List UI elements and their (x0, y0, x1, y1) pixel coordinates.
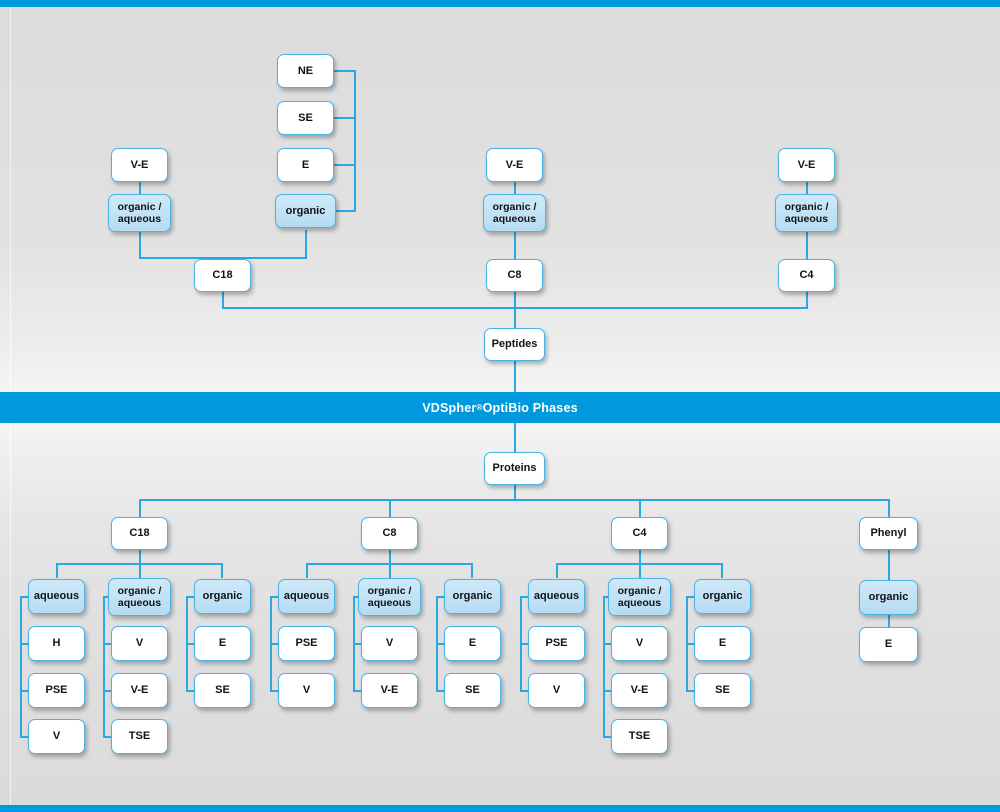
bottom-accent-strip (0, 805, 1000, 812)
label-line-1: organic / (617, 584, 662, 597)
node-proteins-c18-oa-child-ve[interactable]: V-E (111, 673, 168, 708)
label-line-2: aqueous (617, 597, 662, 609)
node-proteins-c8-oa-child-v[interactable]: V (361, 626, 418, 661)
label-line-2: aqueous (492, 213, 537, 225)
node-proteins-c4-oa-child-ve[interactable]: V-E (611, 673, 668, 708)
node-proteins-c4-organic[interactable]: organic (694, 579, 751, 614)
node-peptides-e[interactable]: E (277, 148, 334, 182)
node-proteins-c18-organic-child-e[interactable]: E (194, 626, 251, 661)
label-line-1: organic / (492, 200, 537, 213)
node-peptides-ne[interactable]: NE (277, 54, 334, 88)
node-peptides-c8-organic-aqueous[interactable]: organic / aqueous (483, 194, 546, 232)
node-proteins-c4-organic-child-e[interactable]: E (694, 626, 751, 661)
label-line-2: aqueous (117, 213, 162, 225)
node-peptides-c4-ve[interactable]: V-E (778, 148, 835, 182)
node-proteins-phenyl-organic-child-e[interactable]: E (859, 627, 918, 662)
node-proteins-c8-aqueous[interactable]: aqueous (278, 579, 335, 614)
node-proteins-root[interactable]: Proteins (484, 452, 545, 485)
node-proteins-c18-aqueous-child-v[interactable]: V (28, 719, 85, 754)
node-proteins-c4-oa-child-v[interactable]: V (611, 626, 668, 661)
banner-brand: VDSpher (422, 400, 477, 415)
node-peptides-organic[interactable]: organic (275, 194, 336, 228)
registered-mark-icon: ® (476, 403, 483, 412)
node-peptides-root[interactable]: Peptides (484, 328, 545, 361)
node-peptides-c8-ve[interactable]: V-E (486, 148, 543, 182)
node-proteins-c8-oa-child-ve[interactable]: V-E (361, 673, 418, 708)
node-peptides-phase-c18[interactable]: C18 (194, 259, 251, 292)
node-proteins-c8-aqueous-child-pse[interactable]: PSE (278, 626, 335, 661)
top-accent-strip (0, 0, 1000, 7)
node-proteins-c18-aqueous-child-h[interactable]: H (28, 626, 85, 661)
node-proteins-c4-organic-aqueous[interactable]: organic / aqueous (608, 578, 671, 616)
label-line-1: organic / (784, 200, 829, 213)
node-peptides-c4-organic-aqueous[interactable]: organic / aqueous (775, 194, 838, 232)
node-proteins-c8-organic-child-e[interactable]: E (444, 626, 501, 661)
node-peptides-phase-c4[interactable]: C4 (778, 259, 835, 292)
node-proteins-c4-aqueous-child-pse[interactable]: PSE (528, 626, 585, 661)
node-proteins-c18-oa-child-v[interactable]: V (111, 626, 168, 661)
node-proteins-c18-organic-child-se[interactable]: SE (194, 673, 251, 708)
section-banner: VDSpher® OptiBio Phases (0, 392, 1000, 423)
node-proteins-phase-phenyl[interactable]: Phenyl (859, 517, 918, 550)
node-proteins-phenyl-organic[interactable]: organic (859, 580, 918, 615)
node-proteins-phase-c18[interactable]: C18 (111, 517, 168, 550)
node-peptides-c18-organic-aqueous[interactable]: organic / aqueous (108, 194, 171, 232)
node-proteins-c18-aqueous[interactable]: aqueous (28, 579, 85, 614)
node-proteins-c8-aqueous-child-v[interactable]: V (278, 673, 335, 708)
node-proteins-c4-aqueous-child-v[interactable]: V (528, 673, 585, 708)
node-proteins-c4-aqueous[interactable]: aqueous (528, 579, 585, 614)
node-peptides-c18-ve[interactable]: V-E (111, 148, 168, 182)
node-proteins-c8-organic[interactable]: organic (444, 579, 501, 614)
node-proteins-c18-organic[interactable]: organic (194, 579, 251, 614)
node-proteins-c18-aqueous-child-pse[interactable]: PSE (28, 673, 85, 708)
banner-rest: OptiBio Phases (482, 400, 578, 415)
node-proteins-c18-oa-child-tse[interactable]: TSE (111, 719, 168, 754)
label-line-1: organic / (117, 200, 162, 213)
node-peptides-phase-c8[interactable]: C8 (486, 259, 543, 292)
label-line-1: organic / (367, 584, 412, 597)
node-peptides-se[interactable]: SE (277, 101, 334, 135)
label-line-2: aqueous (367, 597, 412, 609)
label-line-2: aqueous (117, 597, 162, 609)
node-proteins-c8-organic-aqueous[interactable]: organic / aqueous (358, 578, 421, 616)
node-proteins-c4-organic-child-se[interactable]: SE (694, 673, 751, 708)
node-proteins-c18-organic-aqueous[interactable]: organic / aqueous (108, 578, 171, 616)
node-proteins-c8-organic-child-se[interactable]: SE (444, 673, 501, 708)
node-proteins-phase-c8[interactable]: C8 (361, 517, 418, 550)
label-line-2: aqueous (784, 213, 829, 225)
label-line-1: organic / (117, 584, 162, 597)
node-proteins-phase-c4[interactable]: C4 (611, 517, 668, 550)
node-proteins-c4-oa-child-tse[interactable]: TSE (611, 719, 668, 754)
